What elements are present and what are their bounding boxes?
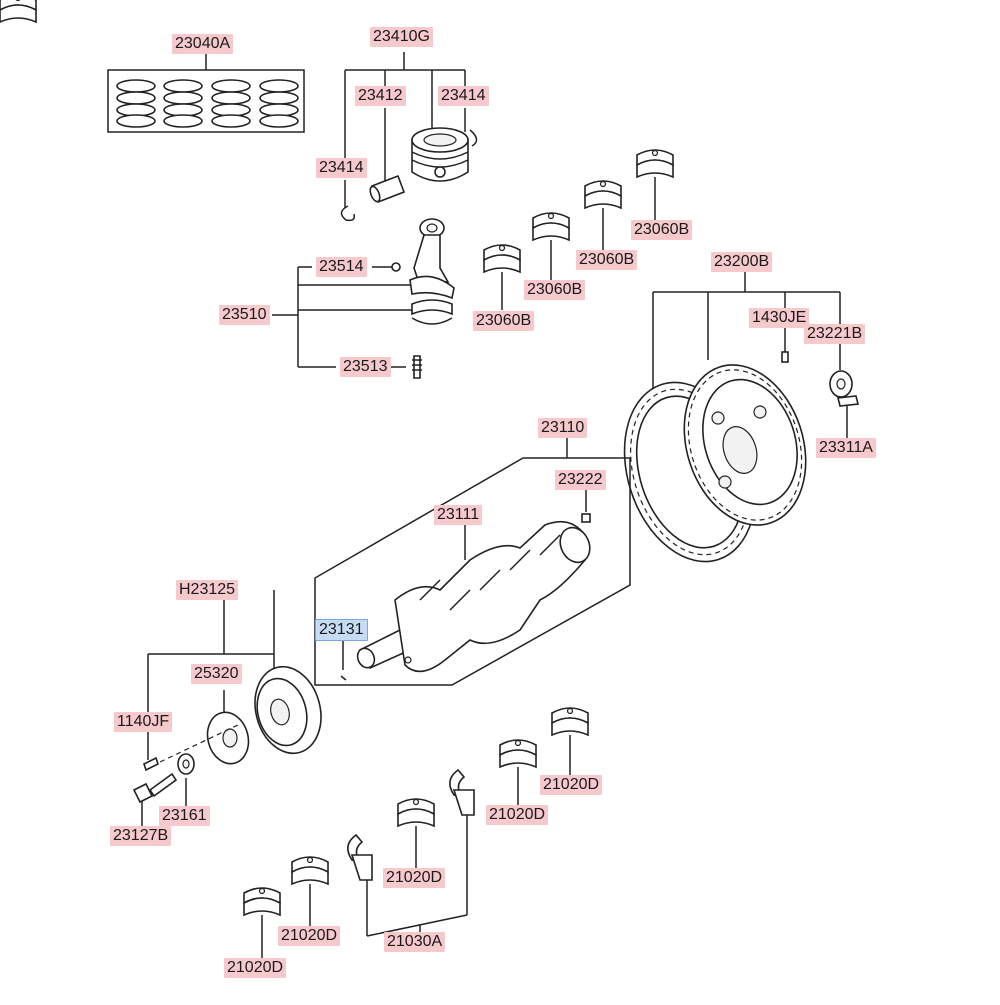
label-23513[interactable]: 23513 [340,357,391,377]
label-21030A[interactable]: 21030A [384,932,446,952]
label-23410G[interactable]: 23410G [370,27,433,47]
label-21020D-5[interactable]: 21020D [224,958,287,978]
label-23060B-3[interactable]: 23060B [524,280,586,300]
upper-bearings [483,149,674,310]
label-1430JE[interactable]: 1430JE [749,308,810,328]
label-21020D-1[interactable]: 21020D [540,775,603,795]
lower-bearings [243,707,589,958]
label-23040A[interactable]: 23040A [172,34,234,54]
label-1140JF[interactable]: 1140JF [114,712,173,732]
pulley-group [132,590,322,826]
crankshaft-group [314,438,631,686]
label-23060B-1[interactable]: 23060B [631,220,693,240]
label-21020D-3[interactable]: 21020D [383,868,446,888]
piston-group [340,52,478,222]
label-21020D-4[interactable]: 21020D [278,926,341,946]
label-23414-left[interactable]: 23414 [316,158,367,178]
connecting-rod [272,218,455,379]
label-23414-right[interactable]: 23414 [438,86,489,106]
label-23131-selected[interactable]: 23131 [315,619,368,641]
label-23200B[interactable]: 23200B [711,252,773,272]
flywheel [623,272,859,563]
label-23311A[interactable]: 23311A [816,438,876,458]
label-23222[interactable]: 23222 [555,470,606,490]
label-23127B[interactable]: 23127B [110,826,172,846]
label-23110[interactable]: 23110 [538,418,588,438]
label-21020D-2[interactable]: 21020D [486,805,549,825]
label-25320[interactable]: 25320 [191,664,242,684]
label-23412[interactable]: 23412 [355,86,406,106]
label-23111[interactable]: 23111 [434,505,483,525]
label-23060B-2[interactable]: 23060B [576,250,638,270]
label-23221B[interactable]: 23221B [804,324,866,344]
label-23514[interactable]: 23514 [316,257,367,277]
label-23060B-4[interactable]: 23060B [473,311,535,331]
label-H23125[interactable]: H23125 [176,580,239,600]
bearing-shell [0,0,37,24]
label-23510[interactable]: 23510 [219,305,270,325]
piston-ring-set [107,52,305,133]
label-23161[interactable]: 23161 [159,806,210,826]
